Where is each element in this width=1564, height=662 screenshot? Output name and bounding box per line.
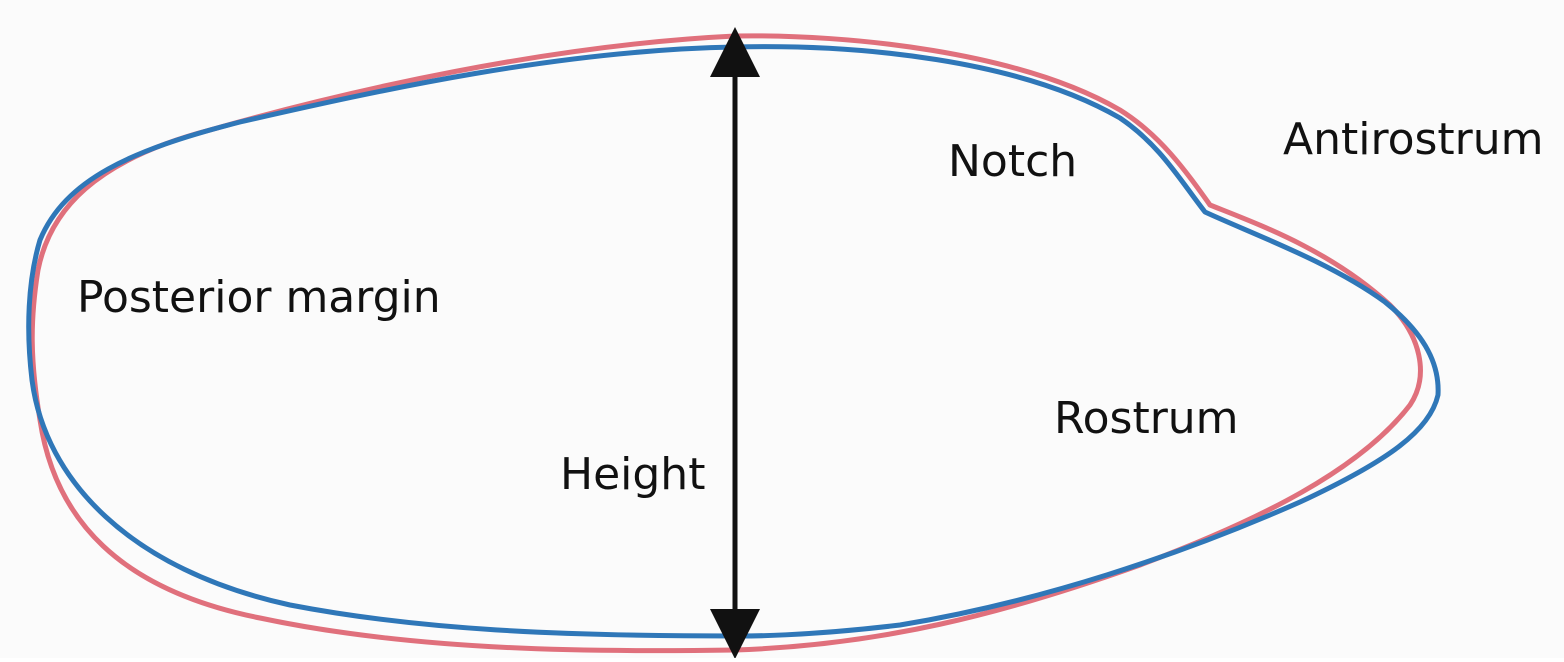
antirostrum-label: Antirostrum	[1283, 118, 1544, 162]
outline-red	[32, 36, 1420, 651]
height-label: Height	[560, 453, 705, 497]
posterior-margin-label: Posterior margin	[77, 276, 441, 320]
notch-label: Notch	[948, 140, 1077, 184]
rostrum-label: Rostrum	[1054, 397, 1239, 441]
